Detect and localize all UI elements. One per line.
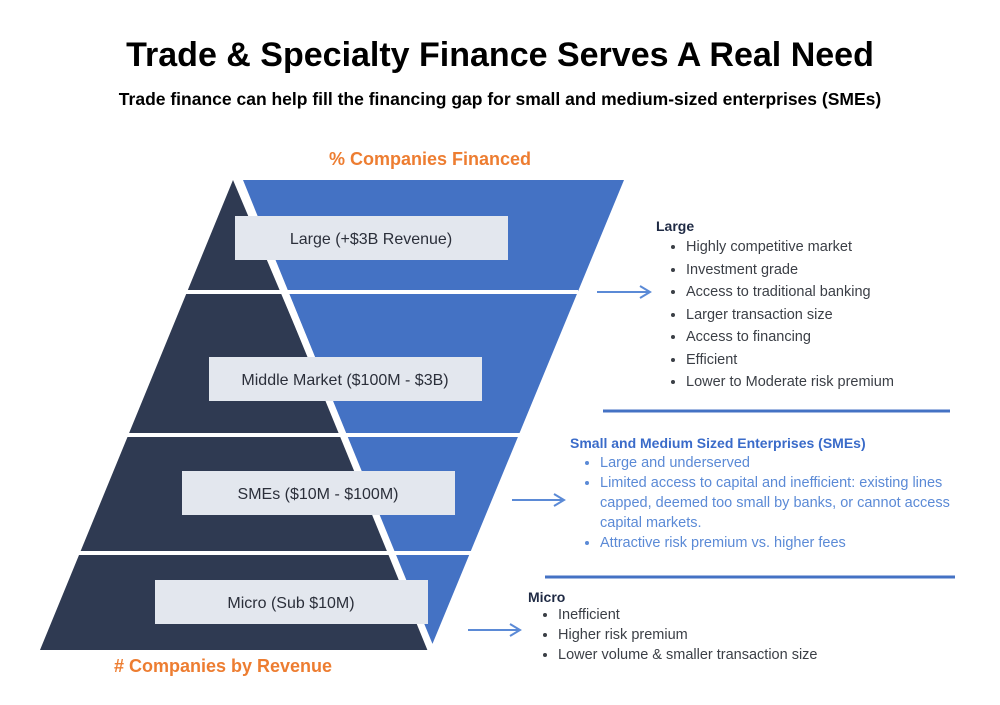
list-item: Higher risk premium bbox=[558, 625, 908, 645]
list-item: Lower volume & smaller transaction size bbox=[558, 645, 908, 665]
financed-funnel bbox=[243, 180, 624, 645]
list-item: Limited access to capital and inefficien… bbox=[600, 473, 970, 533]
panel-heading-large: Large bbox=[656, 218, 695, 234]
list-item: Inefficient bbox=[558, 605, 908, 625]
tier-box-large bbox=[235, 216, 508, 260]
panel-sme: Small and Medium Sized Enterprises (SMEs… bbox=[570, 435, 970, 553]
panel-heading-micro: Micro bbox=[528, 589, 566, 605]
tier-label-smes: SMEs ($10M - $100M) bbox=[238, 486, 399, 503]
panel-list-large: Highly competitive market Investment gra… bbox=[656, 236, 976, 394]
panel-list-sme: Large and underserved Limited access to … bbox=[570, 453, 970, 553]
list-item: Efficient bbox=[686, 349, 976, 372]
revenue-pyramid bbox=[40, 180, 432, 650]
tier-label-middle-market: Middle Market ($100M - $3B) bbox=[241, 372, 448, 389]
panel-heading-sme: Small and Medium Sized Enterprises (SMEs… bbox=[570, 435, 866, 451]
funnel-axis-label: % Companies Financed bbox=[329, 149, 531, 169]
tier-label-large: Large (+$3B Revenue) bbox=[290, 231, 452, 248]
panel-large: Large Highly competitive market Investme… bbox=[656, 218, 976, 394]
arrow-icon bbox=[597, 285, 652, 299]
list-item: Highly competitive market bbox=[686, 236, 976, 259]
page-title: Trade & Specialty Finance Serves A Real … bbox=[126, 36, 874, 74]
list-item: Lower to Moderate risk premium bbox=[686, 371, 976, 394]
panel-micro: Micro Inefficient Higher risk premium Lo… bbox=[528, 589, 908, 665]
list-item: Attractive risk premium vs. higher fees bbox=[600, 533, 970, 553]
list-item: Access to traditional banking bbox=[686, 281, 976, 304]
tier-box-smes bbox=[182, 471, 455, 515]
panel-list-micro: Inefficient Higher risk premium Lower vo… bbox=[528, 605, 908, 665]
list-item: Larger transaction size bbox=[686, 304, 976, 327]
tier-box-middle-market bbox=[209, 357, 482, 401]
list-item: Investment grade bbox=[686, 259, 976, 282]
tier-label-micro: Micro (Sub $10M) bbox=[227, 595, 354, 612]
arrow-icon bbox=[512, 493, 566, 507]
arrow-icon bbox=[468, 623, 522, 637]
pyramid-axis-label: # Companies by Revenue bbox=[114, 656, 332, 676]
list-item: Access to financing bbox=[686, 326, 976, 349]
page-subtitle: Trade finance can help fill the financin… bbox=[118, 89, 882, 109]
list-item: Large and underserved bbox=[600, 453, 970, 473]
tier-box-micro bbox=[155, 580, 428, 624]
